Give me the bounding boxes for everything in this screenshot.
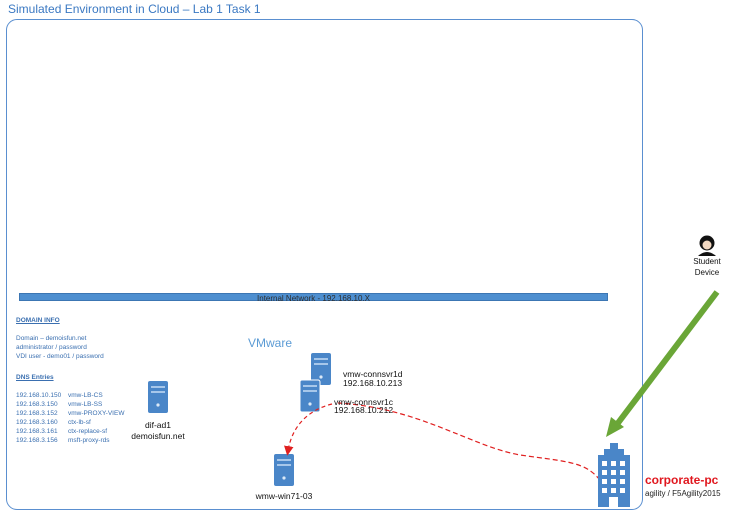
server-icon[interactable] — [148, 381, 168, 413]
internal-network-label: Internal Network - 192.168.10.X — [257, 294, 370, 303]
win-vm-name: wmw-win71-03 — [255, 491, 313, 501]
rdp-arrow — [606, 290, 720, 437]
connsvr1c-name: vmw-connsvr1c — [334, 397, 394, 407]
dns-entry-name: ctx-lb-sf — [68, 419, 91, 426]
ad-server-domain: demoisfun.net — [131, 431, 185, 441]
connsvr1d-ip: 192.168.10.213 — [343, 378, 403, 388]
server-icon[interactable] — [299, 379, 321, 413]
dns-entry-ip: 192.168.3.161 — [16, 428, 58, 435]
server-icon[interactable] — [274, 454, 294, 486]
domain-info-line: VDI user - demo01 / password — [16, 353, 104, 360]
internal-network-bar — [19, 293, 608, 301]
environment-title: Simulated Environment in Cloud – Lab 1 T… — [8, 2, 261, 16]
dns-entry-ip: 192.168.3.152 — [16, 410, 58, 417]
dns-header: DNS Entries — [16, 374, 54, 381]
vmware-label: VMware — [248, 336, 293, 350]
connsvr1d-name: vmw-connsvr1d — [343, 369, 403, 379]
domain-info-line: Domain – demoisfun.net — [16, 335, 87, 342]
student-device-label-line1: Student — [693, 257, 721, 266]
user-icon[interactable] — [698, 235, 716, 257]
corporate-pc-title: corporate-pc — [645, 473, 719, 487]
corporate-pc-credentials: agility / F5Agility2015 — [645, 489, 721, 498]
domain-info-header: DOMAIN INFO — [16, 317, 60, 324]
connsvr1c-ip: 192.168.10.212 — [334, 405, 394, 415]
dns-entry-name: vmw-LB-CS — [68, 392, 103, 399]
dns-entry-name: ctx-replace-sf — [68, 428, 108, 435]
dns-entry-ip: 192.168.3.160 — [16, 419, 58, 426]
dns-entry-ip: 192.168.3.150 — [16, 401, 58, 408]
dns-entry-name: vmw-LB-SS — [68, 401, 103, 408]
ad-server-name: dif-ad1 — [145, 420, 171, 430]
dns-entry-ip: 192.168.10.150 — [16, 392, 62, 399]
domain-info-line: administrator / password — [16, 344, 87, 351]
student-device-label-line2: Device — [694, 268, 720, 277]
dns-entry-ip: 192.168.3.156 — [16, 437, 58, 444]
server-icon[interactable] — [311, 353, 331, 385]
building-icon[interactable] — [598, 443, 630, 507]
rdp-label: RDP — [670, 354, 687, 373]
environment-frame — [6, 19, 643, 510]
dns-entry-name: vmw-PROXY-VIEW — [68, 410, 125, 417]
connection-corporate-to-connsvr — [337, 402, 601, 481]
dns-entry-name: msft-proxy-rds — [68, 437, 110, 444]
